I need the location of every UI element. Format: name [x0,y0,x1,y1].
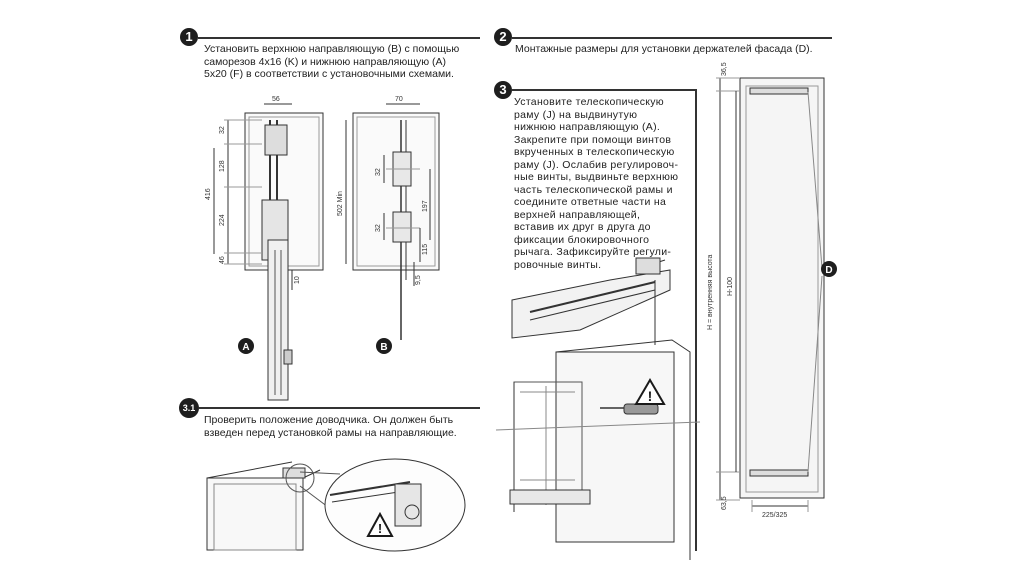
dim-b-502: 502 Min [337,191,344,216]
dim-a-10: 10 [294,276,301,284]
dim-d-width: 225/325 [762,512,787,519]
step-2-badge: 2 [494,28,512,46]
label-a-badge: A [238,338,254,354]
closer-detail-drawing [324,458,466,552]
step-2-text: Монтажные размеры для установки держател… [515,43,813,55]
step-3-divider [695,89,697,551]
step-1-rule [198,37,480,39]
step-1-text: Установить верхнюю направляющую (B) с по… [204,43,460,80]
telescopic-frame-drawing [495,257,701,560]
label-d: D [825,265,832,276]
dim-b-115: 115 [422,244,429,255]
step-3-text: Установите телескопическую раму (J) на в… [514,96,679,271]
dim-d-h100: H-100 [727,277,734,296]
label-b-badge: B [376,338,392,354]
dim-d-63-5: 63,5 [721,496,728,510]
dim-a-128: 128 [219,160,226,172]
warning-triangle-icon-1: ! [366,511,394,537]
dim-a-46: 46 [219,256,226,264]
dim-a-32: 32 [219,126,226,134]
facade-holder-drawing [716,77,825,512]
label-d-badge: D [821,261,837,277]
dim-b-70: 70 [395,96,403,103]
step-2-rule [512,37,832,39]
closer-frame-drawing [206,461,321,551]
dim-b-32b: 32 [375,224,382,232]
label-b: B [380,342,387,353]
warning-triangle-icon-2: ! [634,378,666,405]
svg-text:!: ! [648,388,653,404]
dim-a-416: 416 [205,188,212,200]
step-3-badge: 3 [494,81,512,99]
diagram-b [345,103,440,340]
label-a: A [242,342,249,353]
diagram-a [213,103,324,401]
step-1-badge: 1 [180,28,198,46]
dim-d-36-5: 36,5 [721,62,728,76]
dim-a-56: 56 [272,96,280,103]
step-3-1-rule [199,407,480,409]
dim-b-32a: 32 [375,168,382,176]
dim-d-caption: H = внутренняя высота [707,254,714,330]
step-3-rule [512,89,696,91]
dim-a-224: 224 [219,214,226,226]
step-3-1-badge: 3.1 [179,398,199,418]
zoom-line-1 [299,471,341,475]
dim-b-9-5: 9,5 [415,275,422,285]
svg-text:!: ! [378,521,382,536]
step-3-1-text: Проверить положение доводчика. Он должен… [204,414,457,439]
dim-b-197: 197 [422,200,429,212]
